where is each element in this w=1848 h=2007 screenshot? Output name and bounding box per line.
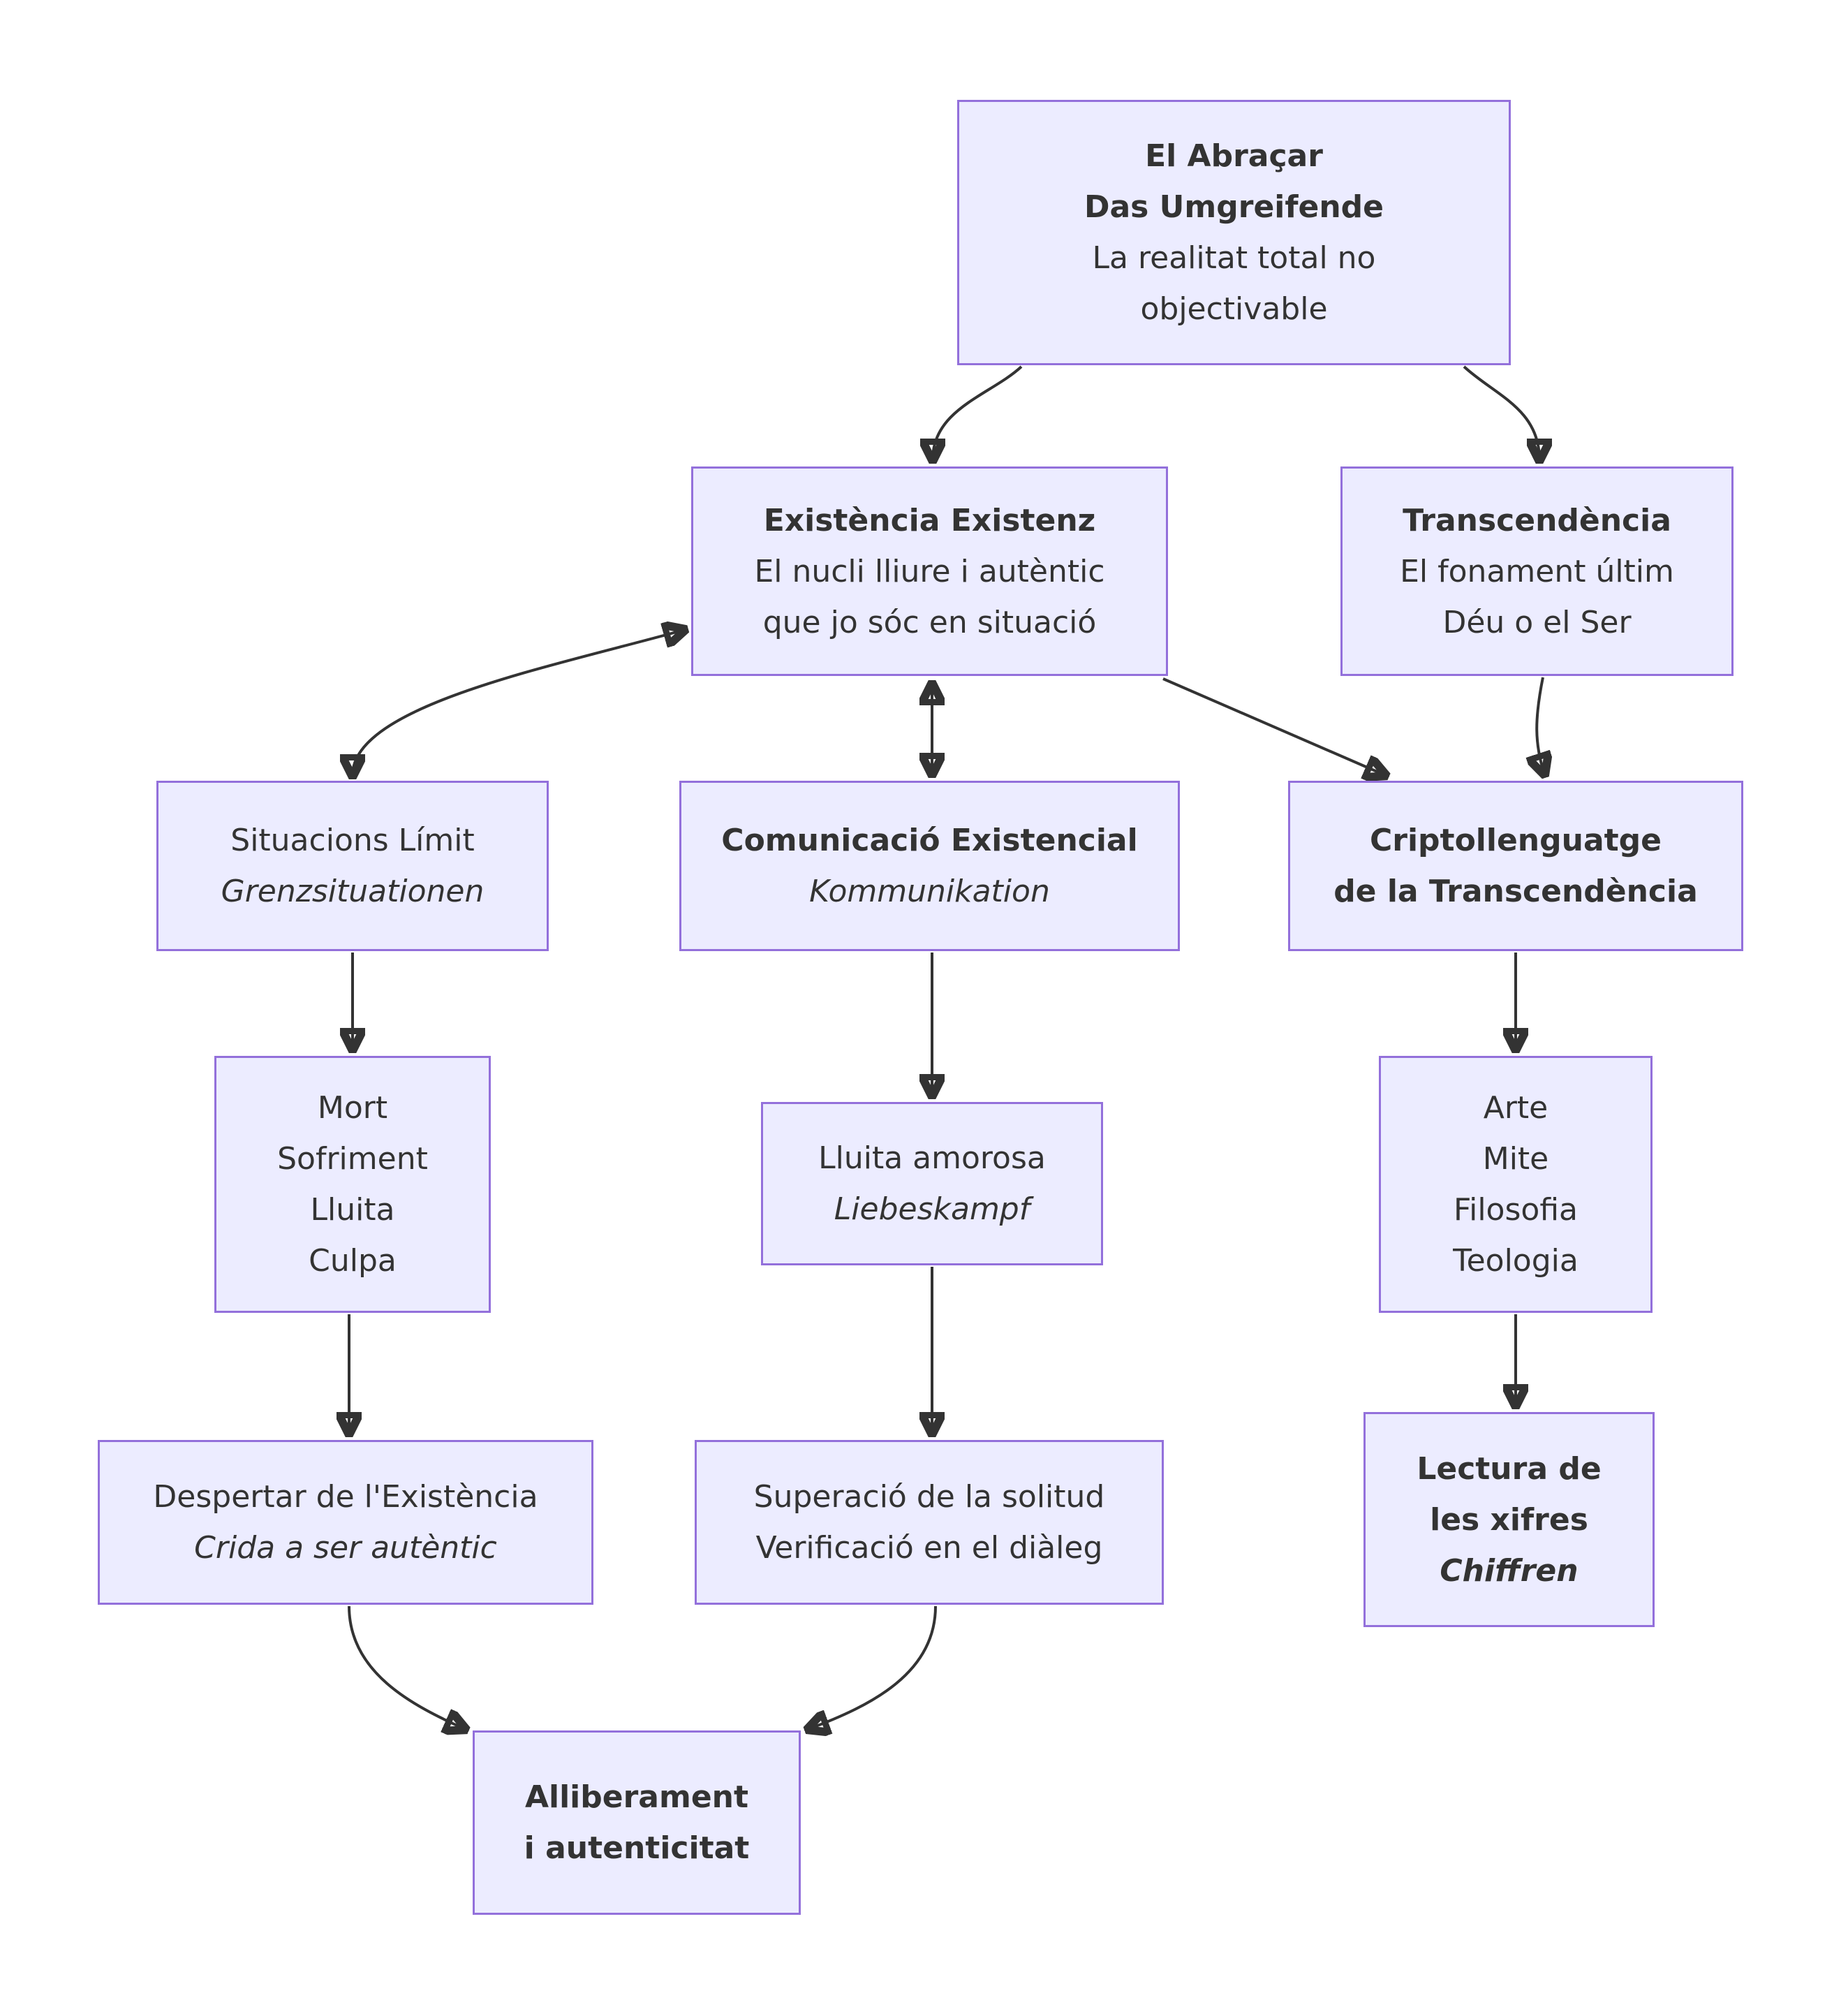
- node-superacio-line: Verificació en el diàleg: [755, 1530, 1103, 1566]
- node-abracar-line: objectivable: [1140, 291, 1328, 327]
- node-transcendencia-line: Transcendència: [1403, 502, 1671, 538]
- node-existencia-line: que jo sóc en situació: [762, 604, 1097, 640]
- node-lluita-amorosa-line: Liebeskampf: [834, 1191, 1030, 1227]
- node-comunicacio-line: Comunicació Existencial: [721, 823, 1138, 858]
- node-abracar-line: El Abraçar: [1145, 138, 1323, 174]
- edge-abracar-transcendencia: [1463, 365, 1539, 460]
- node-mort-line: Lluita: [310, 1192, 395, 1228]
- edge-despertar-alliberament: [348, 1605, 465, 1729]
- node-alliberament: Alliberament i autenticitat: [473, 1730, 801, 1915]
- edge-existencia-criptollenguatge: [1162, 677, 1385, 775]
- node-existencia-line: Existència Existenz: [763, 502, 1096, 538]
- node-abracar: El Abraçar Das Umgreifende La realitat t…: [957, 100, 1511, 365]
- node-mort-line: Sofriment: [277, 1141, 428, 1177]
- node-existencia-line: El nucli lliure i autèntic: [754, 553, 1105, 589]
- node-superacio: Superació de la solitud Verificació en e…: [695, 1440, 1164, 1605]
- edge-transcendencia-criptollenguatge: [1537, 677, 1544, 774]
- node-abracar-line: La realitat total no: [1092, 240, 1376, 276]
- node-criptollenguatge: Criptollenguatge de la Transcendència: [1288, 781, 1743, 951]
- node-alliberament-line: i autenticitat: [524, 1830, 750, 1866]
- node-transcendencia: Transcendència El fonament últim Déu o e…: [1340, 466, 1734, 676]
- node-abracar-line: Das Umgreifende: [1084, 189, 1384, 225]
- node-lectura-line: Lectura de: [1417, 1450, 1602, 1487]
- edge-superacio-alliberament: [808, 1605, 937, 1729]
- node-comunicacio: Comunicació Existencial Kommunikation: [679, 781, 1180, 951]
- node-mort: Mort Sofriment Lluita Culpa: [214, 1056, 491, 1313]
- node-lluita-amorosa: Lluita amorosa Liebeskampf: [761, 1102, 1103, 1265]
- node-lectura-line: Chiffren: [1440, 1552, 1579, 1589]
- node-mort-line: Mort: [317, 1090, 388, 1126]
- node-despertar: Despertar de l'Existència Crida a ser au…: [98, 1440, 593, 1605]
- node-mort-line: Culpa: [309, 1243, 397, 1279]
- node-comunicacio-line: Kommunikation: [809, 874, 1050, 909]
- node-criptollenguatge-line: de la Transcendència: [1333, 874, 1698, 909]
- node-arte: Arte Mite Filosofia Teologia: [1379, 1056, 1653, 1313]
- edge-abracar-existencia: [933, 365, 1023, 460]
- node-situacions-line: Grenzsituationen: [221, 874, 485, 909]
- node-lectura: Lectura de les xifres Chiffren: [1363, 1412, 1655, 1627]
- node-lectura-line: les xifres: [1430, 1501, 1588, 1538]
- node-alliberament-line: Alliberament: [524, 1779, 749, 1815]
- node-despertar-line: Despertar de l'Existència: [153, 1479, 538, 1515]
- node-arte-line: Teologia: [1453, 1243, 1579, 1279]
- node-superacio-line: Superació de la solitud: [753, 1479, 1105, 1515]
- node-situacions-line: Situacions Límit: [230, 823, 475, 858]
- node-existencia: Existència Existenz El nucli lliure i au…: [691, 466, 1168, 676]
- node-criptollenguatge-line: Criptollenguatge: [1369, 823, 1662, 858]
- node-arte-line: Arte: [1483, 1090, 1548, 1126]
- edge-situacions-existencia: [353, 630, 684, 775]
- node-arte-line: Filosofia: [1454, 1192, 1578, 1228]
- node-situacions: Situacions Límit Grenzsituationen: [156, 781, 549, 951]
- node-despertar-line: Crida a ser autèntic: [194, 1530, 497, 1566]
- node-lluita-amorosa-line: Lluita amorosa: [818, 1140, 1046, 1176]
- node-arte-line: Mite: [1482, 1141, 1549, 1177]
- node-transcendencia-line: Déu o el Ser: [1442, 604, 1632, 640]
- node-transcendencia-line: El fonament últim: [1400, 553, 1674, 589]
